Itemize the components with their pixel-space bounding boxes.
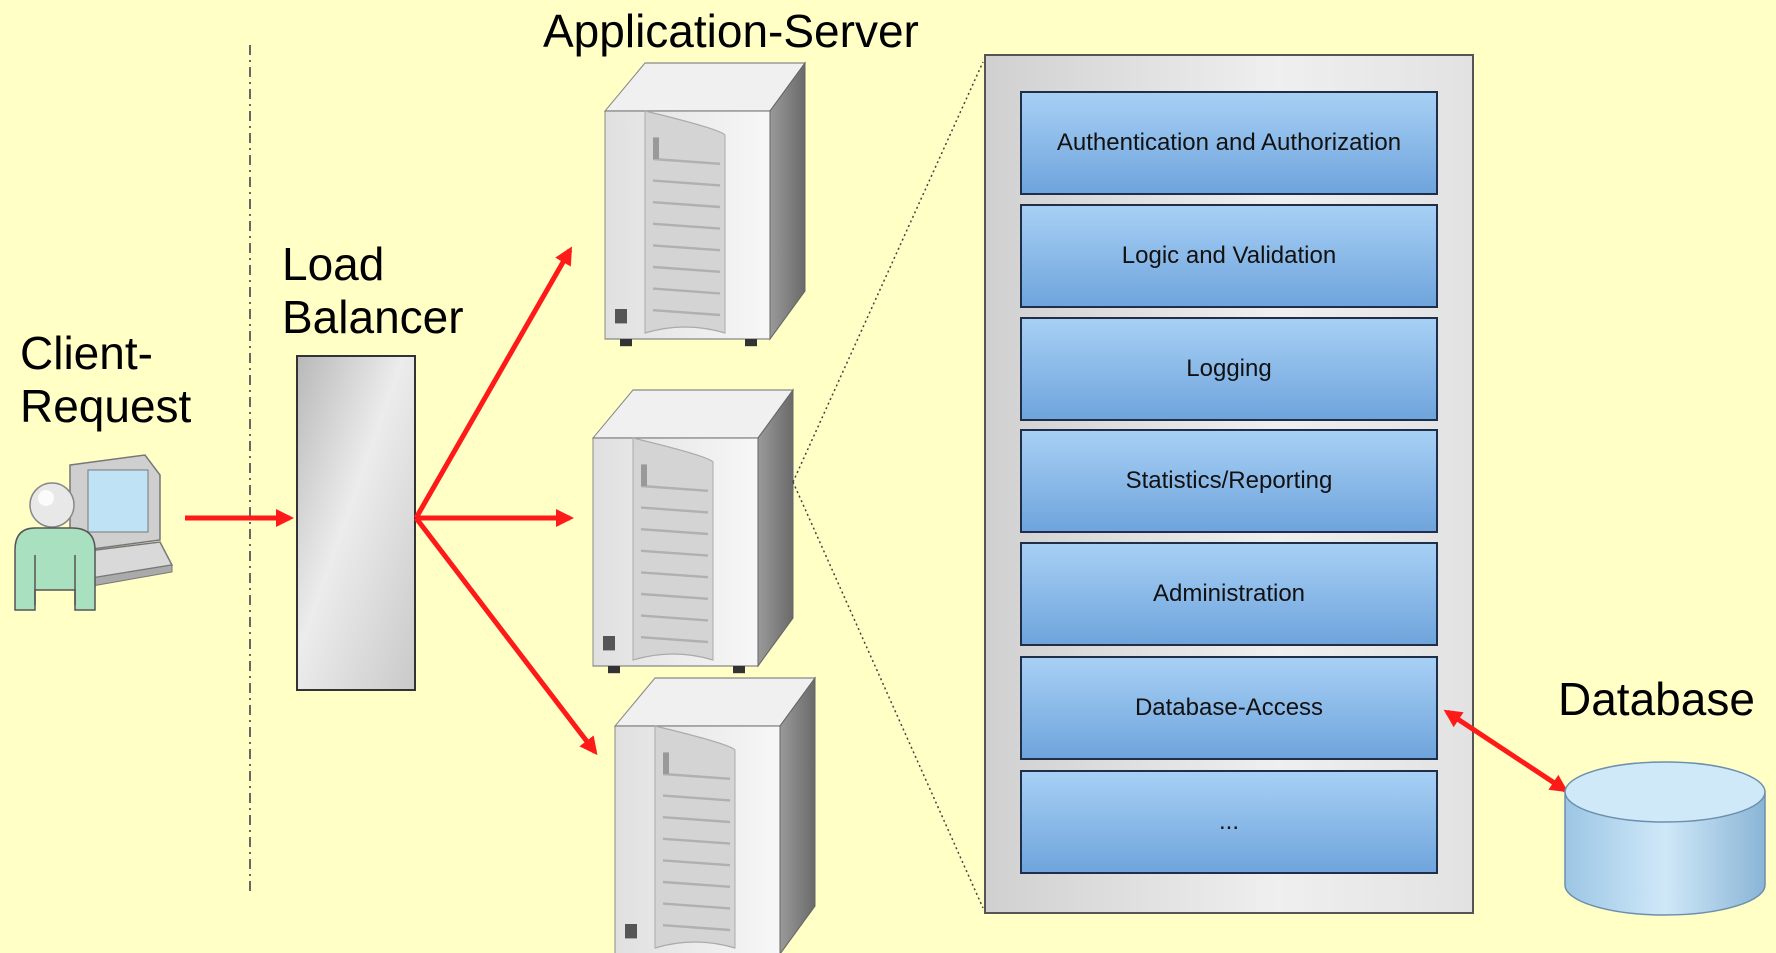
layer-label: Administration [1152,580,1306,607]
layer-box [1020,317,1438,421]
layer-box [1020,770,1438,874]
load-balancer-label: Load Balancer [282,238,464,344]
load-balancer-box [296,355,416,691]
layer-label: Authentication and Authorization [1056,129,1402,156]
zoom-line-top [792,61,984,483]
layer-label: Database-Access [1134,694,1324,721]
layer-box [1020,429,1438,533]
layer-box [1020,204,1438,308]
client-request-label: Client- Request [20,327,191,433]
load-balancer-line1: Load [282,238,385,290]
layer-box [1020,91,1438,195]
client-request-line2: Request [20,379,192,432]
client-request-line1: Client- [20,327,153,379]
server-tower-icon [603,61,807,348]
layer-label: Statistics/Reporting [1125,467,1333,494]
server-tower-icon [591,388,795,675]
balancer-to-server3-arrow [414,516,598,756]
layer-box [1020,656,1438,760]
database-cylinder-icon [1564,761,1766,916]
layer-label: Logic and Validation [1121,242,1337,269]
server-tower-icon [613,676,817,953]
database-label: Database [1558,673,1755,725]
layer-label: ... [1218,808,1239,835]
zoom-line-bottom [792,481,984,909]
layer-box [1020,542,1438,646]
layer-label: Logging [1186,355,1272,382]
database-access-arrow [1443,709,1569,793]
user-at-computer-icon [14,454,174,611]
balancer-to-server1-arrow [413,246,573,520]
load-balancer-line2: Balancer [282,290,464,343]
application-server-label: Application-Server [543,5,919,57]
